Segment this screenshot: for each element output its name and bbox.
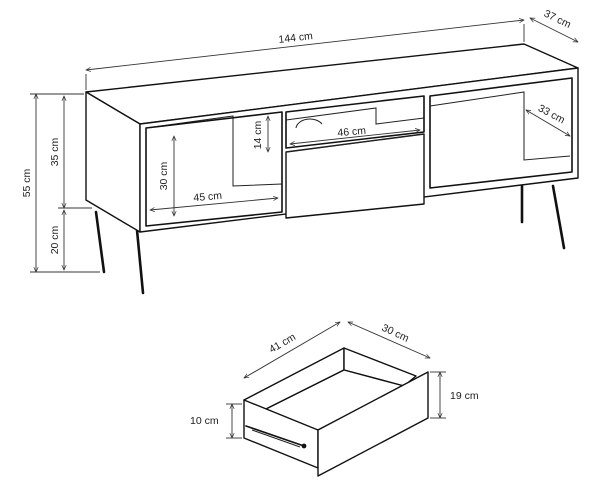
leg-front-right xyxy=(551,184,566,250)
label-shelf-height: 30 cm xyxy=(158,161,170,190)
cable-hole xyxy=(295,118,323,129)
label-opening-height: 14 cm xyxy=(252,120,264,149)
label-drawer-box-width: 41 cm xyxy=(267,331,298,356)
label-body-height: 35 cm xyxy=(49,137,61,166)
left-compartment-interior xyxy=(145,115,283,187)
label-drawer-box-height: 10 cm xyxy=(190,415,219,427)
middle-compartment-interior xyxy=(285,107,425,125)
dim-line-depth xyxy=(530,17,578,43)
drawer-front-panel xyxy=(317,371,429,477)
drawer-box xyxy=(243,347,429,477)
right-opening xyxy=(429,77,573,189)
right-compartment-interior xyxy=(429,91,571,161)
dim-line-drawer-width xyxy=(290,130,420,144)
label-leg-height: 20 cm xyxy=(49,225,61,254)
label-width: 144 cm xyxy=(278,30,314,46)
leg-front-left xyxy=(94,210,106,274)
cabinet-dimensions: 144 cm 37 cm 55 cm 35 cm 20 cm 30 cm 45 … xyxy=(21,8,578,272)
drawer-runner-inner xyxy=(251,429,301,448)
label-drawer-front-height: 19 cm xyxy=(450,390,479,402)
left-opening xyxy=(145,111,283,227)
dim-line-inner-depth xyxy=(526,110,570,136)
label-drawer-box-depth: 30 cm xyxy=(380,322,411,345)
dim-line-drawer-box-depth xyxy=(348,321,430,359)
drawer-runner xyxy=(245,425,305,447)
dim-line-shelf-width xyxy=(150,198,278,210)
dim-line-drawer-box-width xyxy=(244,322,340,378)
label-shelf-width: 45 cm xyxy=(193,190,223,204)
label-depth: 37 cm xyxy=(542,8,573,31)
middle-opening xyxy=(285,95,425,149)
drawer-runner-stop xyxy=(301,443,307,449)
label-total-height: 55 cm xyxy=(21,168,33,197)
label-drawer-width: 46 cm xyxy=(337,125,367,139)
leg-front-left-b xyxy=(135,228,145,295)
dim-line-width xyxy=(86,20,524,70)
